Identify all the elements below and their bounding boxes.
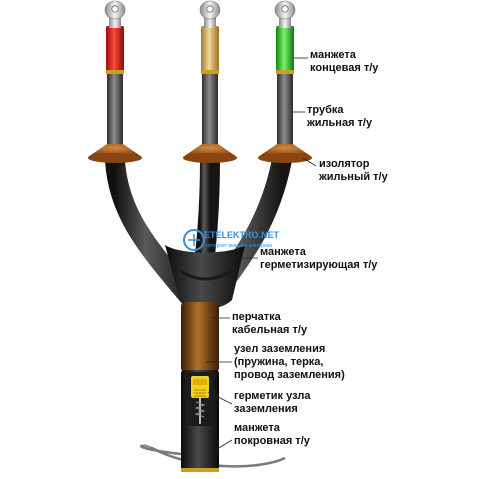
ground-wire-end <box>143 444 151 448</box>
label-end-cap: манжета концевая т/у <box>310 49 379 74</box>
label-grounding-unit: узел заземления (пружина, терка, провод … <box>234 343 345 381</box>
insulator-left <box>88 144 142 163</box>
label-cable-glove: перчатка кабельная т/у <box>232 311 308 336</box>
insulator-middle <box>183 144 237 163</box>
core-tube-left <box>107 72 123 162</box>
cable-lug-icon <box>104 0 126 28</box>
end-cap-green-band <box>276 70 294 74</box>
sealing-cuff-seam <box>179 268 233 281</box>
leader-core-insulator <box>302 157 317 167</box>
end-cap-tan-band <box>201 70 219 74</box>
insulator-right <box>258 144 312 163</box>
watermark-logo-icon <box>183 229 205 251</box>
core-tube-right <box>277 72 293 162</box>
ground-wire <box>139 444 286 468</box>
sealing-cuff-shape <box>165 245 245 309</box>
label-core-insulator: изолятор жильный т/у <box>318 158 389 183</box>
label-grounding-sealant: герметик узла заземления <box>234 390 314 415</box>
end-cap-green <box>276 26 294 74</box>
cable-glove <box>181 302 219 372</box>
leader-sheath-cuff <box>211 439 233 453</box>
leader-grounding-sealant <box>207 391 233 405</box>
label-core-tube: трубка жильная т/у <box>306 104 373 129</box>
end-cap-red-band <box>106 70 124 74</box>
watermark-tagline: интернет-магазин электрики <box>206 243 272 249</box>
watermark-brand: ETELEKTRO.NET <box>204 230 280 240</box>
end-cap-red <box>106 26 124 74</box>
cable-lug-icon <box>199 0 221 28</box>
grounding-unit <box>187 372 213 426</box>
bottom-band <box>181 468 219 472</box>
end-cap-tan <box>201 26 219 74</box>
label-sealing-cuff: манжета герметизирующая т/у <box>260 246 378 271</box>
core-tube-middle <box>202 72 218 162</box>
label-sheath-cuff: манжета покровная т/у <box>234 422 311 447</box>
cable-lug-icon <box>274 0 296 28</box>
